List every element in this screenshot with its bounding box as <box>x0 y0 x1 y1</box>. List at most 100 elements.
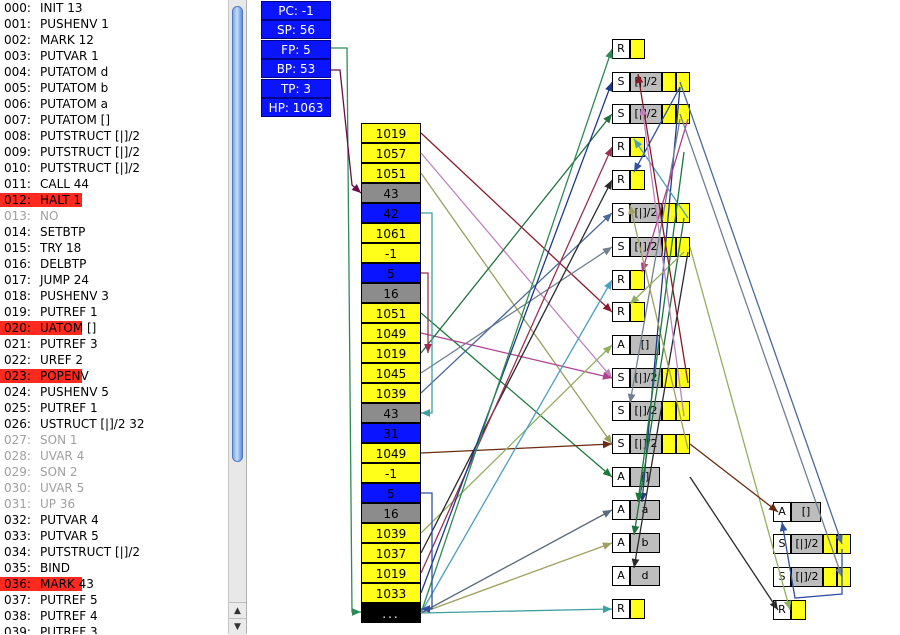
line-number: 014: <box>4 225 31 239</box>
stack-cell: 5 <box>361 263 421 283</box>
instruction-text: SETBTP <box>40 225 86 239</box>
heap-slot <box>676 72 690 92</box>
heap-value: [|]/2 <box>630 104 662 124</box>
code-line[interactable]: 037:PUTREF 5 <box>0 592 228 608</box>
code-line[interactable]: 024:PUSHENV 5 <box>0 384 228 400</box>
line-number: 010: <box>4 161 31 175</box>
code-line[interactable]: 000:INIT 13 <box>0 0 228 16</box>
heap-tag: S <box>612 434 630 454</box>
heap-slot <box>676 401 690 421</box>
instruction-text: PUTATOM d <box>40 65 109 79</box>
code-line[interactable]: 017:JUMP 24 <box>0 272 228 288</box>
code-line[interactable]: 004:PUTATOM d <box>0 64 228 80</box>
stack-cell: 1049 <box>361 443 421 463</box>
code-line[interactable]: 029:SON 2 <box>0 464 228 480</box>
heap-tag: A <box>612 335 630 355</box>
instruction-text: PUTREF 3 <box>40 625 98 634</box>
code-line[interactable]: 015:TRY 18 <box>0 240 228 256</box>
code-line[interactable]: 035:BIND <box>0 560 228 576</box>
stack-cell: 1039 <box>361 383 421 403</box>
code-line[interactable]: 001:PUSHENV 1 <box>0 16 228 32</box>
line-number: 002: <box>4 33 31 47</box>
line-number: 021: <box>4 337 31 351</box>
code-line[interactable]: 019:PUTREF 1 <box>0 304 228 320</box>
code-line[interactable]: 010:PUTSTRUCT [|]/2 <box>0 160 228 176</box>
code-scrollbar[interactable]: ▲ ▼ <box>228 0 247 635</box>
code-line[interactable]: 022:UREF 2 <box>0 352 228 368</box>
instruction-text: PUTREF 1 <box>40 305 98 319</box>
code-line[interactable]: 014: SETBTP <box>0 224 228 240</box>
code-line[interactable]: 007:PUTATOM [] <box>0 112 228 128</box>
stack-cell: 43 <box>361 183 421 203</box>
code-line[interactable]: 026:USTRUCT [|]/2 32 <box>0 416 228 432</box>
code-line[interactable]: 021: PUTREF 3 <box>0 336 228 352</box>
code-line[interactable]: 003:PUTVAR 1 <box>0 48 228 64</box>
heap-tag: R <box>612 137 630 157</box>
stack-cell: 1045 <box>361 363 421 383</box>
heap-tag: S <box>612 237 630 257</box>
heap-slot <box>823 534 837 554</box>
code-line[interactable]: 018:PUSHENV 3 <box>0 288 228 304</box>
line-number: 033: <box>4 529 31 543</box>
code-line[interactable]: 028:UVAR 4 <box>0 448 228 464</box>
code-line[interactable]: 027:SON 1 <box>0 432 228 448</box>
code-line[interactable]: 006:PUTATOM a <box>0 96 228 112</box>
instruction-text: PUTATOM a <box>40 97 108 111</box>
heap-tag: S <box>612 203 630 223</box>
line-number: 039: <box>4 625 31 634</box>
frame-link-arrow <box>421 212 433 417</box>
heap-pointer-arrow <box>633 86 681 173</box>
instruction-text: PUTREF 3 <box>40 337 98 351</box>
heap-tag: R <box>612 270 630 290</box>
stack-cell: 1049 <box>361 323 421 343</box>
line-number: 000: <box>4 1 31 15</box>
code-line[interactable]: 031:UP 36 <box>0 496 228 512</box>
instruction-text: PUSHENV 5 <box>40 385 109 399</box>
code-line[interactable]: 034:PUTSTRUCT [|]/2 <box>0 544 228 560</box>
stack-cell: 1033 <box>361 583 421 603</box>
instruction-text: SON 2 <box>40 465 78 479</box>
heap-value: a <box>630 500 660 520</box>
line-number: 032: <box>4 513 31 527</box>
line-number: 005: <box>4 81 31 95</box>
code-line[interactable]: 013:NO <box>0 208 228 224</box>
instruction-text: MARK 43 <box>40 577 94 591</box>
code-line-breakpoint[interactable]: 023:POPENV <box>0 368 228 384</box>
heap-tag: R <box>773 600 791 620</box>
heap-pointer-arrow <box>689 246 792 611</box>
heap-value <box>630 270 645 290</box>
code-line-breakpoint[interactable]: 020:UATOM [] <box>0 320 228 336</box>
instruction-text: PUTATOM [] <box>40 113 111 127</box>
heap-slot <box>676 368 690 388</box>
pointer-arrow <box>420 113 613 354</box>
code-line[interactable]: 009:PUTSTRUCT [|]/2 <box>0 144 228 160</box>
code-line[interactable]: 032:PUTVAR 4 <box>0 512 228 528</box>
heap-tag: S <box>773 567 791 587</box>
code-line[interactable]: 025:PUTREF 1 <box>0 400 228 416</box>
code-line-breakpoint[interactable]: 036:MARK 43 <box>0 576 228 592</box>
code-line[interactable]: 005:PUTATOM b <box>0 80 228 96</box>
highlight-bar <box>0 193 82 207</box>
scrollbar-thumb[interactable] <box>232 6 243 462</box>
stack-cell: 43 <box>361 403 421 423</box>
code-line[interactable]: 011:CALL 44 <box>0 176 228 192</box>
code-line[interactable]: 016:DELBTP <box>0 256 228 272</box>
heap-value: [] <box>630 335 660 355</box>
code-line[interactable]: 033:PUTVAR 5 <box>0 528 228 544</box>
instruction-text: PUTSTRUCT [|]/2 <box>40 545 141 559</box>
code-line[interactable]: 038:PUTREF 4 <box>0 608 228 624</box>
line-number: 003: <box>4 49 31 63</box>
code-line[interactable]: 039: PUTREF 3 <box>0 624 228 634</box>
code-line-breakpoint[interactable]: 012:HALT 1 <box>0 192 228 208</box>
stack-cell: 16 <box>361 503 421 523</box>
code-line[interactable]: 002:MARK 12 <box>0 32 228 48</box>
instruction-text: UVAR 4 <box>40 449 85 463</box>
code-line[interactable]: 030:UVAR 5 <box>0 480 228 496</box>
stack-cell: -1 <box>361 463 421 483</box>
scroll-up-arrow-icon[interactable]: ▲ <box>229 602 246 619</box>
heap-value: d <box>630 566 660 586</box>
scroll-down-arrow-icon[interactable]: ▼ <box>229 618 246 635</box>
code-line[interactable]: 008:PUTSTRUCT [|]/2 <box>0 128 228 144</box>
line-number: 027: <box>4 433 31 447</box>
